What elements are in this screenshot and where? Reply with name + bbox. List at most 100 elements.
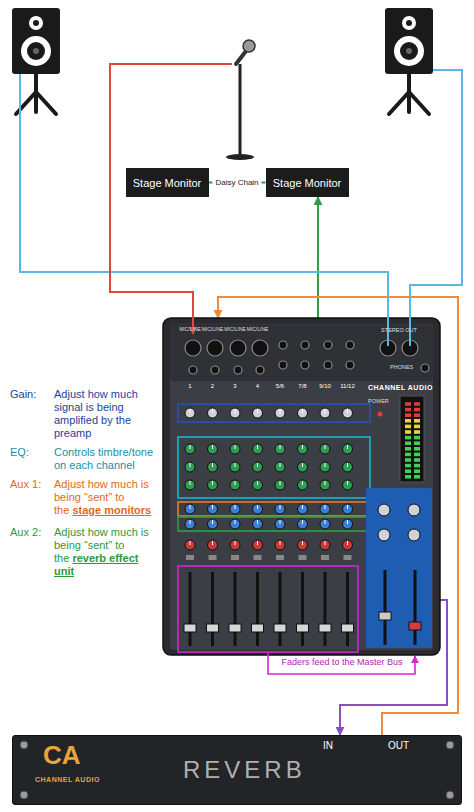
connector-label: Daisy Chain <box>212 178 261 188</box>
panel-label: POWER <box>368 398 389 404</box>
callout-label: Controls timbre/tone on each channel <box>54 446 153 471</box>
channel-knob <box>190 445 191 449</box>
callout-text: Gain: <box>10 388 54 401</box>
master-section <box>366 396 432 648</box>
channel-knob <box>299 555 307 560</box>
level-meter <box>414 430 420 434</box>
master-section <box>409 622 421 630</box>
level-meter <box>405 419 411 423</box>
channel-knob <box>208 480 218 490</box>
input-jacks <box>324 341 332 349</box>
channel-knob <box>343 462 353 472</box>
panel-label: 1 <box>188 383 191 389</box>
channel-knob <box>208 540 218 550</box>
input-jacks <box>256 366 264 374</box>
input-jacks <box>185 340 354 374</box>
rack-screw <box>20 741 28 749</box>
speaker-right <box>385 8 433 114</box>
channel-knob <box>230 540 240 550</box>
callout-text: MIC/LINE <box>178 326 202 332</box>
master-section <box>400 396 424 482</box>
control-outlines <box>178 404 370 422</box>
channel-knob <box>321 555 329 560</box>
channel-knob <box>231 555 239 560</box>
stage-monitor: Stage Monitor <box>126 168 209 197</box>
channel-knob <box>212 409 213 413</box>
panel-label: MIC/LINE <box>179 326 201 332</box>
channel-knob <box>257 409 258 413</box>
channel-knob <box>280 409 281 413</box>
channel-knob <box>302 505 303 509</box>
channel-knob <box>298 444 308 454</box>
channel-knob <box>230 444 240 454</box>
speaker-left <box>33 48 39 54</box>
control-outlines <box>178 437 370 498</box>
rack-screw <box>20 791 28 799</box>
channel-knob <box>252 624 264 632</box>
callout-text: Aux 2: <box>10 526 54 539</box>
mixer-text: CHANNEL AUDIO <box>368 384 433 391</box>
channel-knob <box>235 481 236 485</box>
channel-knob <box>253 408 263 418</box>
callout-text: Adjust how much is being “sent” to thest… <box>54 478 160 517</box>
callout-text: 7/8 <box>291 383 315 390</box>
mixer-body <box>163 318 440 655</box>
callout-text: Faders feed to the Master Bus <box>272 657 412 668</box>
channel-knob <box>212 541 213 545</box>
channel-knob <box>185 540 195 550</box>
callout-text: MIC/LINE <box>201 326 225 332</box>
mixer-body <box>170 323 433 650</box>
channel-knob <box>325 445 326 449</box>
channel-knob <box>257 541 258 545</box>
channel-knob <box>235 409 236 413</box>
channel-knob <box>253 540 263 550</box>
fader-bracket <box>268 652 415 674</box>
channel-knob <box>302 481 303 485</box>
channel-knob <box>235 541 236 545</box>
channel-knob <box>208 519 218 529</box>
mic-cable <box>110 64 232 334</box>
channel-knob <box>280 445 281 449</box>
control-outlines <box>178 404 370 652</box>
speaker-cable <box>20 74 388 346</box>
channel-knob <box>208 504 218 514</box>
channel-knob <box>343 480 353 490</box>
channel-knob <box>325 505 326 509</box>
channel-knob <box>185 480 195 490</box>
channel-knob <box>344 555 352 560</box>
channel-knob <box>276 555 284 560</box>
fader-bracket <box>268 652 415 674</box>
channel-knob <box>275 540 285 550</box>
input-jacks <box>301 361 309 369</box>
channel-knob <box>280 520 281 524</box>
channel-knob <box>298 462 308 472</box>
channel-knob <box>230 462 240 472</box>
reverb-unit-text: IN <box>323 740 333 751</box>
input-jacks <box>279 361 287 369</box>
control-outlines <box>178 502 370 516</box>
channel-knob <box>212 463 213 467</box>
callout-text: MIC/LINE <box>223 326 247 332</box>
channel-knob <box>319 624 331 632</box>
channel-knob <box>320 462 330 472</box>
input-jacks <box>185 340 201 356</box>
panel-label: 4 <box>256 383 259 389</box>
signal-cable <box>317 197 319 318</box>
level-meter <box>414 453 420 457</box>
mixer-body <box>163 318 440 655</box>
channel-knob <box>343 519 353 529</box>
channel-knob <box>343 504 353 514</box>
speaker-left <box>16 74 56 114</box>
callout-text: Adjust how much signal is being amplifie… <box>54 388 160 440</box>
level-meter <box>405 430 411 434</box>
callout-label: Gain: <box>10 388 36 400</box>
channel-knob <box>185 462 195 472</box>
channel-knob <box>185 504 195 514</box>
channel-knob <box>184 624 196 632</box>
channel-knob <box>212 520 213 524</box>
input-jacks <box>346 341 354 349</box>
channel-knob <box>279 572 282 646</box>
stage-monitor-text: Stage Monitor <box>133 177 201 189</box>
speaker-cable <box>20 70 462 346</box>
